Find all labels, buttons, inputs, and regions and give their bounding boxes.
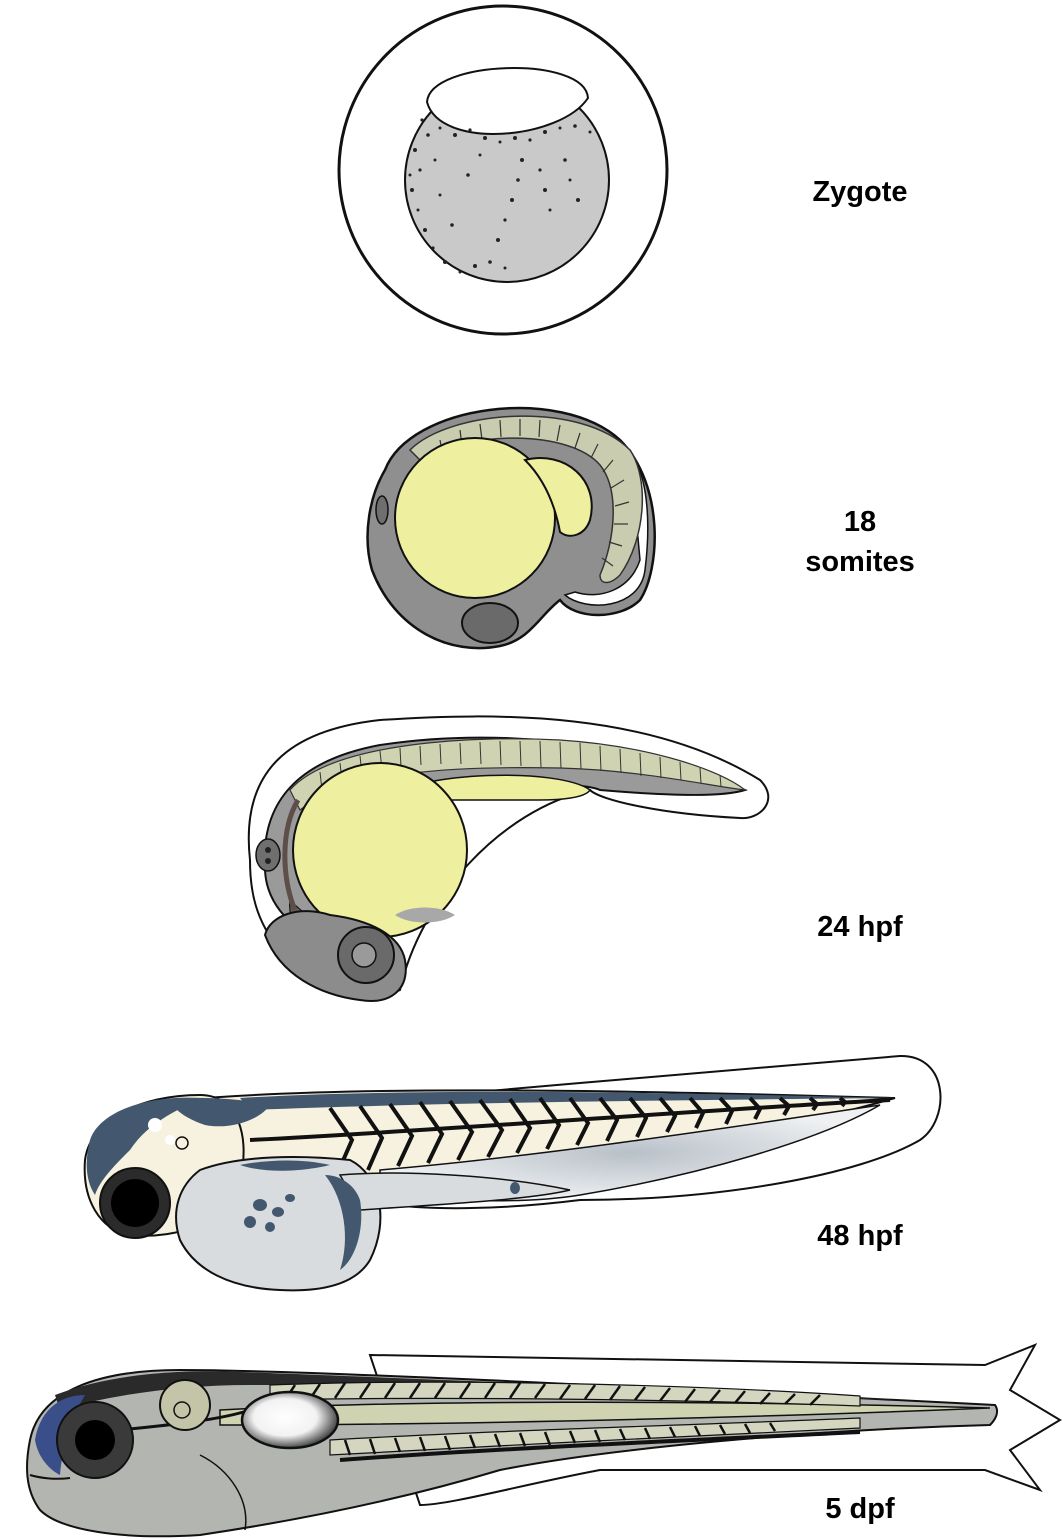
stage-label-48-hpf: 48 hpf (760, 1216, 960, 1256)
stage-label-line: somites (760, 542, 960, 582)
dpf5-pupil (75, 1420, 115, 1460)
somites-eye (462, 603, 518, 643)
stage-label-zygote: Zygote (760, 172, 960, 212)
hpf48-pupil (111, 1179, 159, 1227)
somites-otic-vesicle (376, 496, 388, 524)
zygote-illustration (339, 6, 667, 334)
hpf24-otolith-lower (265, 858, 271, 864)
hpf24-lens (352, 943, 376, 967)
dpf5-swim-bladder (242, 1392, 338, 1448)
stage-label-line: 48 hpf (760, 1216, 960, 1256)
hpf24-otic-vesicle (256, 839, 280, 871)
somites-illustration (368, 408, 655, 648)
stage-label-line: 5 dpf (760, 1489, 960, 1529)
stage-label-24-hpf: 24 hpf (760, 907, 960, 947)
hpf24-otolith-upper (265, 847, 271, 853)
hpf24-illustration (249, 716, 769, 1001)
dpf5-otolith (174, 1402, 190, 1418)
stage-label-line: Zygote (760, 172, 960, 212)
stage-label-18-somites: 18 somites (760, 502, 960, 582)
hpf48-otic-vesicle (176, 1137, 188, 1149)
stage-label-5-dpf: 5 dpf (760, 1489, 960, 1529)
stage-label-line: 24 hpf (760, 907, 960, 947)
stage-label-line: 18 (760, 502, 960, 542)
